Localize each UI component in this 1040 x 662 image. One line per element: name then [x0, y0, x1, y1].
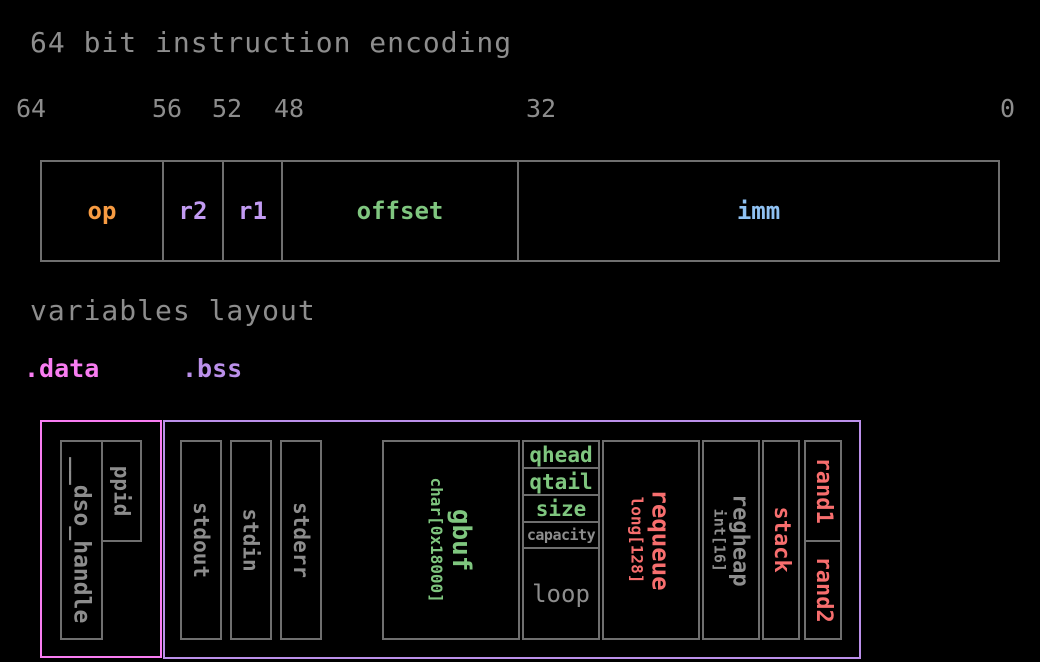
var-loop-cell: loop [532, 579, 590, 608]
var-stderr-label: stderr [289, 502, 314, 578]
bss-section-box [163, 420, 861, 659]
var-stdout-box: stdout [180, 440, 222, 640]
field-imm: imm [736, 197, 781, 225]
var-stdin-label: stdin [239, 508, 264, 572]
var-qtail-cell: qtail [524, 469, 598, 496]
bit-label-48: 48 [274, 94, 305, 123]
instruction-word-box: op r2 r1 offset imm [40, 160, 1000, 262]
var-regheap-box: regheap int[16] [702, 440, 760, 640]
var-stack-label: stack [768, 506, 794, 574]
var-stdout-label: stdout [189, 502, 214, 578]
var-rand1-label: rand1 [810, 457, 836, 525]
field-r2: r2 [164, 162, 224, 260]
var-gbuf-label: gbuf [446, 508, 477, 572]
var-rand2-box: rand2 [804, 540, 842, 640]
bit-label-0: 0 [1000, 94, 1016, 123]
var-gbuf-box: gbuf char[0x18000] [382, 440, 520, 640]
var-gbuf-type: char[0x18000] [427, 477, 447, 603]
var-rand2-label: rand2 [810, 556, 836, 624]
field-op: op [42, 162, 164, 260]
var-regheap-label: regheap [727, 493, 753, 587]
encoding-title: 64 bit instruction encoding [30, 26, 513, 59]
variables-title: variables layout [30, 294, 316, 327]
field-r1: r1 [224, 162, 283, 260]
var-requeue-label: requeue [646, 489, 675, 591]
var-dso-handle-box: __dso_handle [60, 440, 103, 640]
var-regheap-type: int[16] [709, 508, 728, 572]
var-ppid-box: ppid [101, 440, 142, 542]
var-size-cell: size [524, 496, 598, 523]
var-requeue-type: long[128] [628, 496, 648, 584]
data-section-box [40, 420, 162, 658]
var-stack-box: stack [762, 440, 800, 640]
bit-label-56: 56 [152, 94, 183, 123]
var-stderr-box: stderr [280, 440, 322, 640]
var-dso-handle-label: __dso_handle [68, 456, 95, 624]
var-capacity-cell: capacity [524, 523, 598, 549]
var-qhead-cell: qhead [524, 442, 598, 469]
bit-label-64: 64 [16, 94, 47, 123]
var-requeue-box: requeue long[128] [602, 440, 700, 640]
bit-label-32: 32 [526, 94, 557, 123]
queue-fields-box: qhead qtail size capacity loop [522, 440, 600, 640]
var-stdin-box: stdin [230, 440, 272, 640]
var-rand1-box: rand1 [804, 440, 842, 542]
bit-label-52: 52 [212, 94, 243, 123]
data-section-label: .data [24, 354, 100, 383]
field-offset: offset [283, 162, 519, 260]
var-ppid-label: ppid [109, 465, 134, 517]
bss-section-label: .bss [182, 354, 243, 383]
